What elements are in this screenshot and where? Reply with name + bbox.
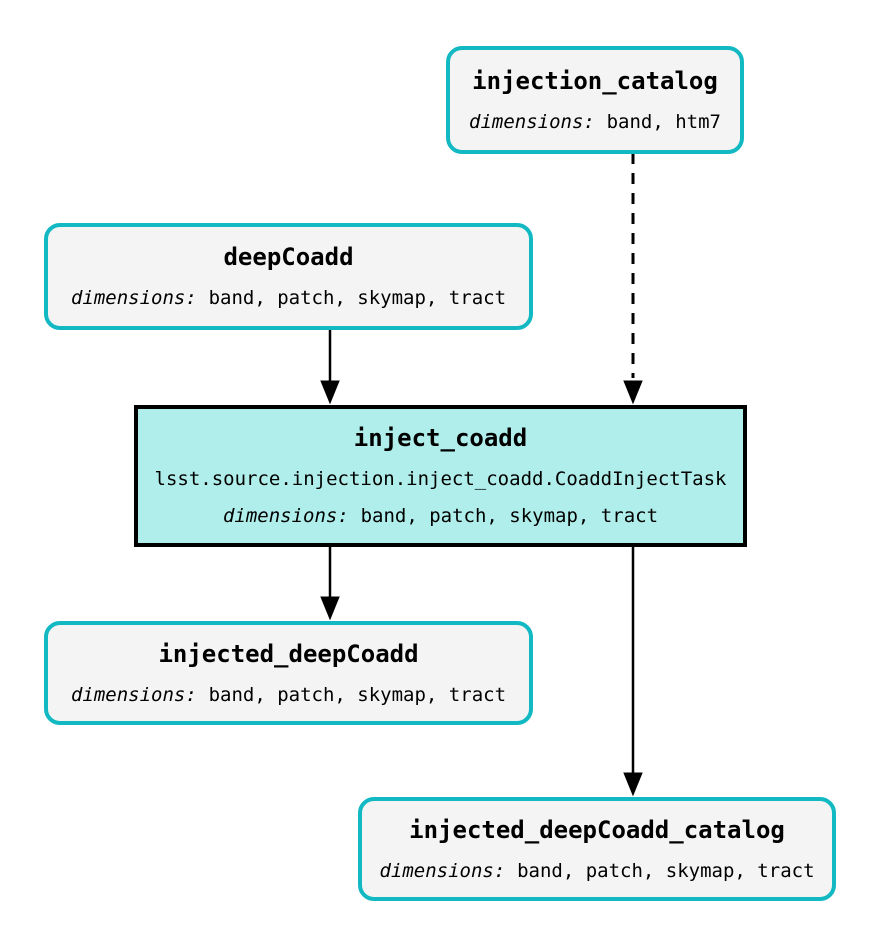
node-dimensions: dimensions: band, patch, skymap, tract xyxy=(71,287,506,310)
node-title: injected_deepCoadd_catalog xyxy=(409,815,785,844)
node-dimensions: dimensions: band, htm7 xyxy=(469,111,721,134)
arrowhead-icon xyxy=(623,380,643,405)
node-title: injection_catalog xyxy=(472,66,718,95)
edge-inject-coadd-to-injected-deepcoadd-catalog xyxy=(623,546,643,797)
arrowhead-icon xyxy=(623,772,643,797)
task-class-path: lsst.source.injection.inject_coadd.Coadd… xyxy=(154,467,727,490)
node-title: deepCoadd xyxy=(223,243,354,272)
dimensions-value: band, patch, skymap, tract xyxy=(208,683,507,706)
dimensions-value: band, htm7 xyxy=(606,110,721,133)
dimensions-label: dimensions: xyxy=(222,505,349,528)
dimensions-label: dimensions: xyxy=(379,859,506,882)
node-injected-deepcoadd: injected_deepCoadd dimensions: band, patc… xyxy=(44,621,533,725)
edge-inject-coadd-to-injected-deepcoadd xyxy=(320,546,340,621)
arrowhead-icon xyxy=(320,596,340,621)
dimensions-label: dimensions: xyxy=(70,287,197,309)
dimensions-value: band, patch, skymap, tract xyxy=(208,287,507,309)
node-title: inject_coadd xyxy=(353,423,528,452)
arrowhead-icon xyxy=(320,380,340,405)
dimensions-label: dimensions: xyxy=(469,110,595,133)
edge-deepcoadd-to-inject-coadd xyxy=(320,329,340,405)
edge-injection-catalog-to-inject-coadd xyxy=(623,153,643,405)
node-title: injected_deepCoadd xyxy=(158,639,419,668)
node-injection-catalog: injection_catalog dimensions: band, htm7 xyxy=(446,46,744,154)
dimensions-value: band, patch, skymap, tract xyxy=(360,505,659,528)
node-deepcoadd: deepCoadd dimensions: band, patch, skymap… xyxy=(44,223,533,330)
node-inject-coadd-task: inject_coadd lsst.source.injection.injec… xyxy=(134,405,747,547)
dimensions-value: band, patch, skymap, tract xyxy=(517,859,815,882)
dimensions-label: dimensions: xyxy=(70,683,197,706)
node-dimensions: dimensions: band, patch, skymap, tract xyxy=(379,860,814,883)
node-dimensions: dimensions: band, patch, skymap, tract xyxy=(223,505,658,528)
node-dimensions: dimensions: band, patch, skymap, tract xyxy=(71,684,506,707)
node-injected-deepcoadd-catalog: injected_deepCoadd_catalog dimensions: ba… xyxy=(358,797,836,901)
